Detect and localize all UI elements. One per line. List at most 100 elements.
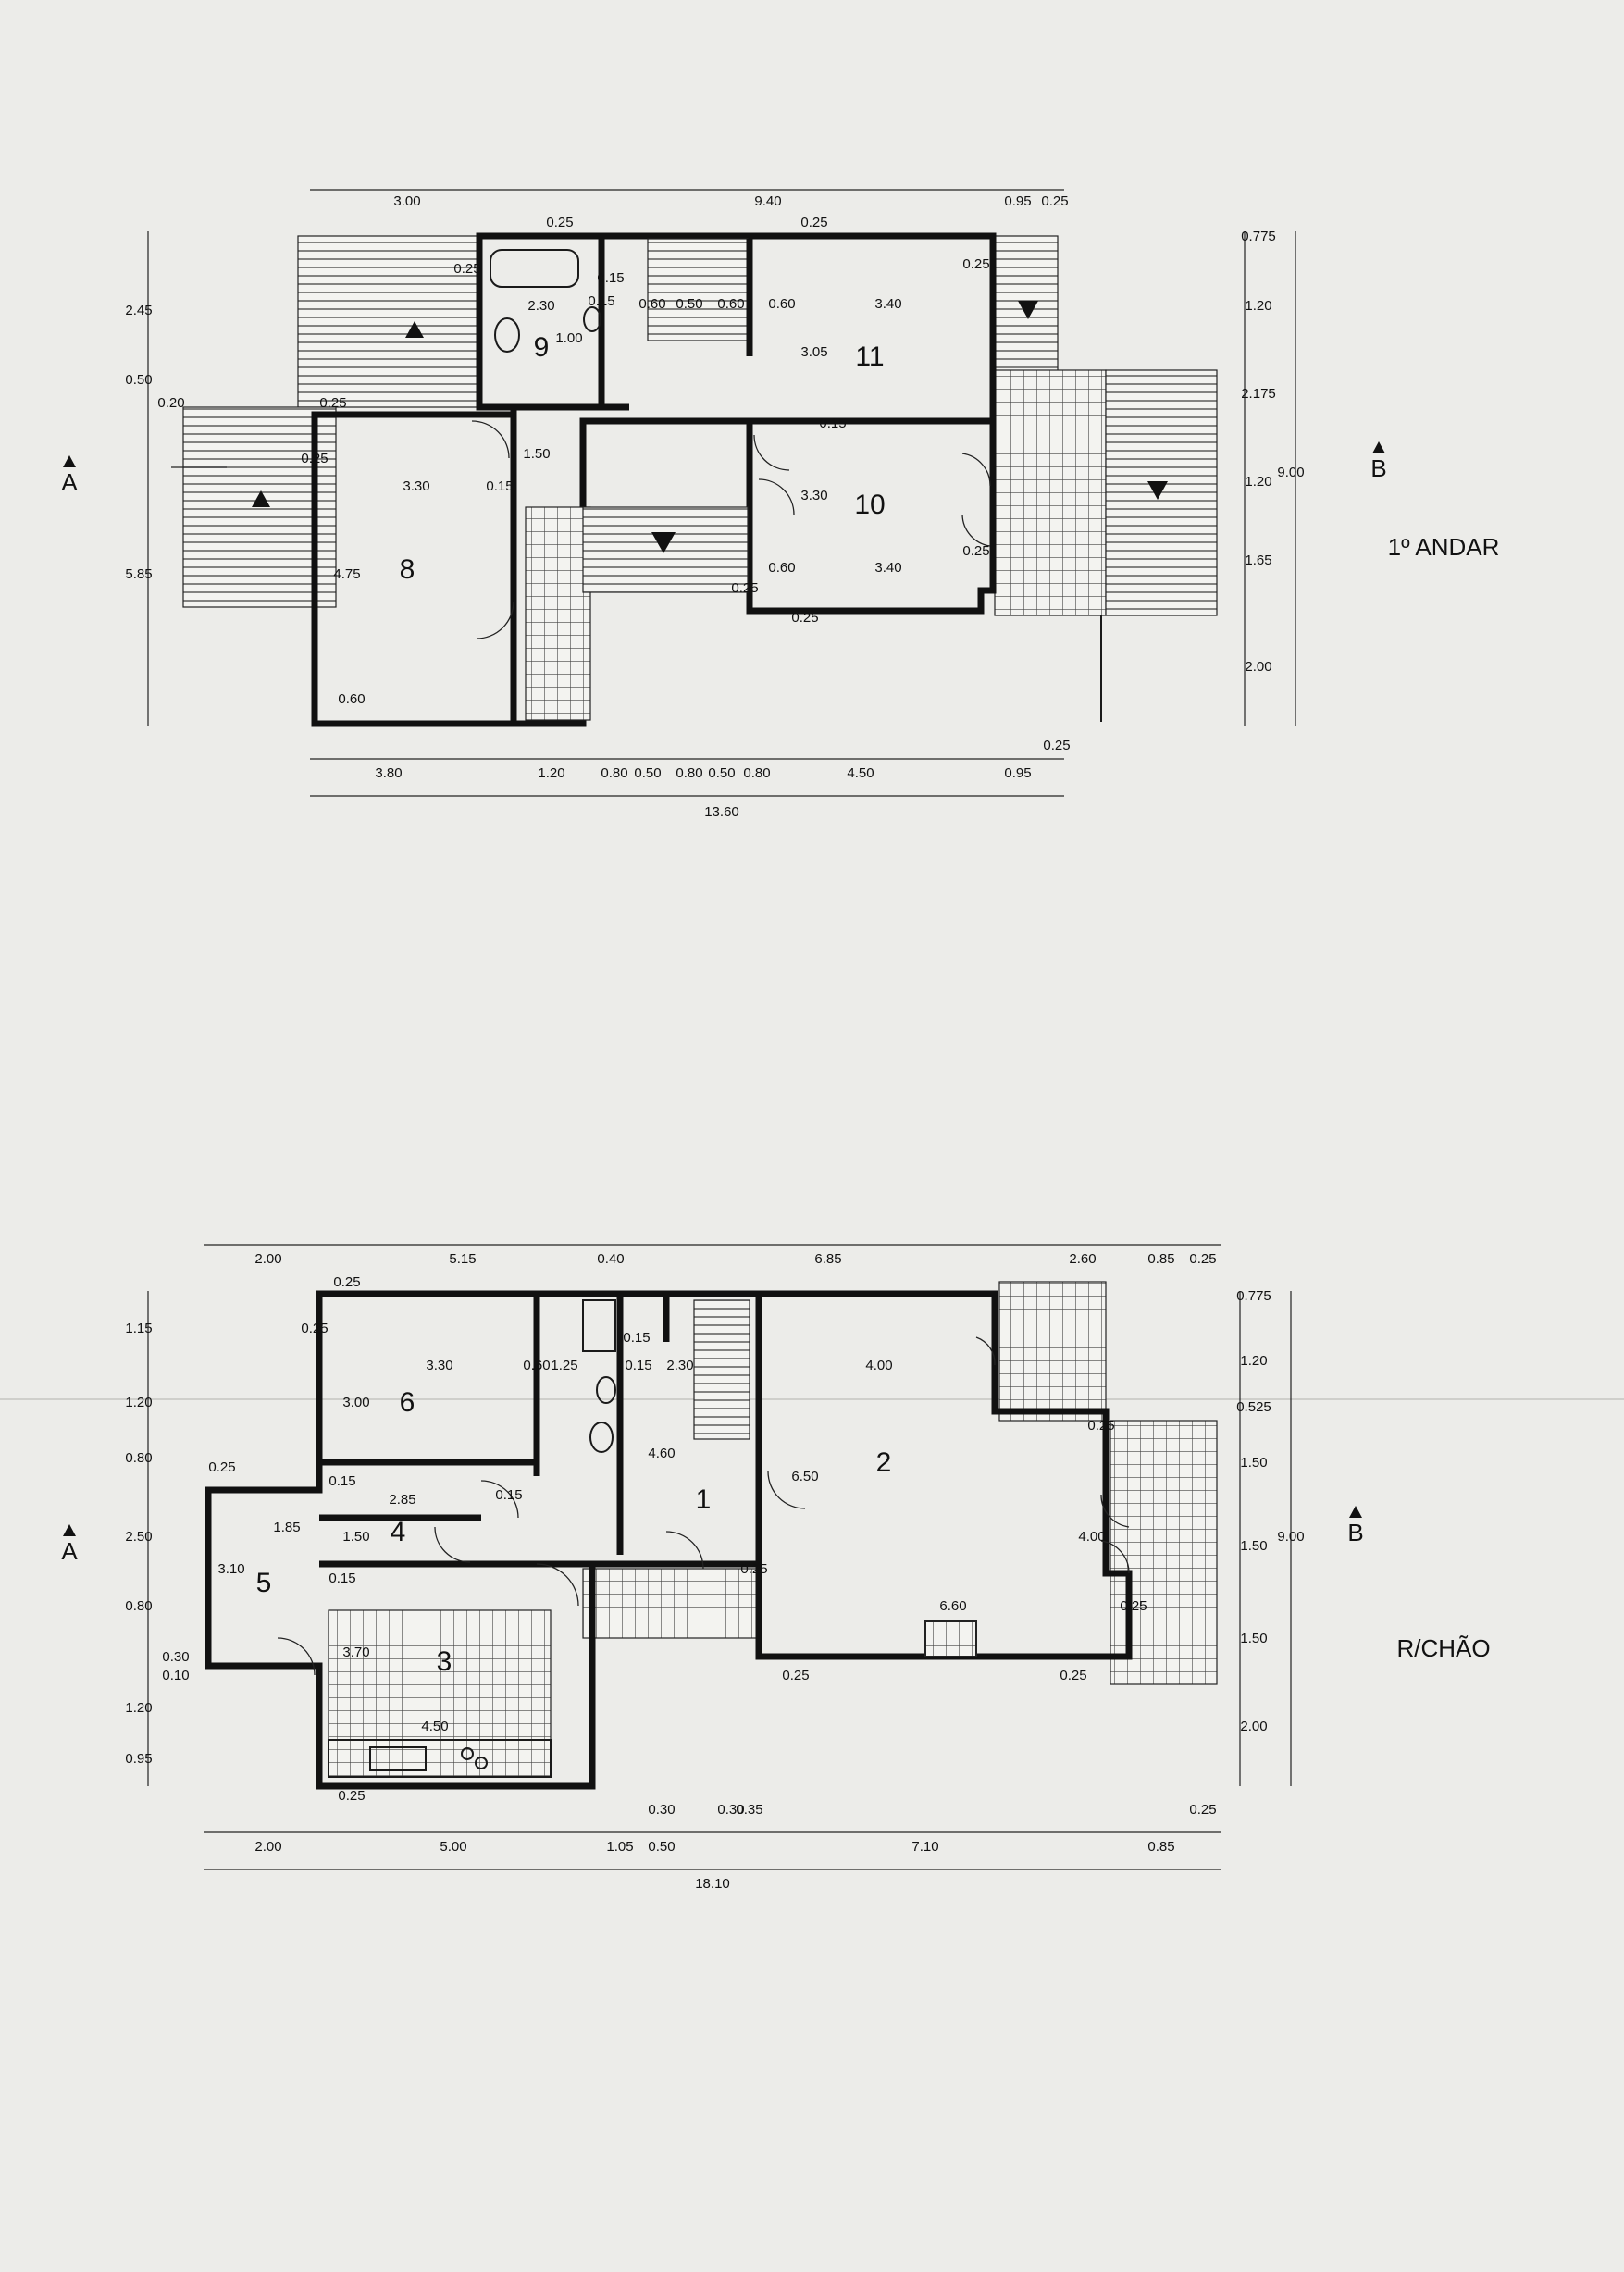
dimension-label: 0.775 — [1236, 1288, 1271, 1304]
dimension-label: 0.15 — [588, 293, 614, 309]
dimension-label: 0.25 — [1043, 738, 1070, 753]
ground-floor-title: R/CHÃO — [1396, 1634, 1490, 1662]
dimension-label: 0.25 — [1189, 1251, 1216, 1267]
room-number: 6 — [400, 1387, 415, 1418]
dimension-label: 3.40 — [874, 296, 901, 312]
dimension-label: 2.00 — [254, 1839, 281, 1855]
dimension-label: 1.50 — [1240, 1631, 1267, 1646]
dimension-label: 0.25 — [1060, 1668, 1086, 1683]
dimension-label: 0.25 — [1087, 1418, 1114, 1434]
dimension-label: 0.60 — [768, 560, 795, 576]
dimension-label: 2.30 — [527, 298, 554, 314]
dimension-label: 0.60 — [338, 691, 365, 707]
dimension-label: 0.25 — [962, 543, 989, 559]
dimension-label: 2.50 — [125, 1529, 152, 1545]
dimension-label: 0.30 — [648, 1802, 675, 1818]
dimension-label: 0.25 — [319, 395, 346, 411]
dimension-label: 3.30 — [426, 1358, 452, 1373]
dimension-label: 0.15 — [625, 1358, 651, 1373]
dimension-label: 4.75 — [333, 566, 360, 582]
dimension-label: 6.50 — [791, 1469, 818, 1484]
dimension-label: 0.25 — [800, 215, 827, 230]
dimension-label: 1.85 — [273, 1520, 300, 1535]
dimension-label: 0.85 — [1147, 1251, 1174, 1267]
dimension-label: 0.15 — [819, 416, 846, 431]
dimension-label: 0.775 — [1241, 229, 1276, 244]
dimension-label: 1.20 — [538, 765, 564, 781]
dimension-label: 1.05 — [606, 1839, 633, 1855]
dimension-label: 4.00 — [865, 1358, 892, 1373]
dimension-label: 3.10 — [217, 1561, 244, 1577]
dimension-label: 3.00 — [342, 1395, 369, 1410]
dimension-label: 3.40 — [874, 560, 901, 576]
dimension-label: 0.15 — [495, 1487, 522, 1503]
dimension-label: 3.30 — [403, 478, 429, 494]
section-marker-b: B — [1370, 454, 1386, 482]
dimension-label: 0.80 — [125, 1598, 152, 1614]
dimension-label: 0.40 — [597, 1251, 624, 1267]
dimension-label: 3.30 — [800, 488, 827, 503]
dimension-label: 1.20 — [1245, 298, 1271, 314]
room-number: 2 — [876, 1447, 892, 1478]
dimension-label: 0.15 — [329, 1571, 355, 1586]
dimension-label: 1.20 — [1245, 474, 1271, 490]
dimension-label: 2.00 — [1240, 1719, 1267, 1734]
dimension-label: 4.60 — [648, 1446, 675, 1461]
dimension-label: 9.40 — [754, 193, 781, 209]
dimension-label: 6.60 — [939, 1598, 966, 1614]
dimension-label: 0.25 — [1041, 193, 1068, 209]
dimension-label: 0.25 — [1189, 1802, 1216, 1818]
dimension-label: 5.00 — [440, 1839, 466, 1855]
terrace-left — [297, 235, 481, 408]
dimension-label: 0.25 — [782, 1668, 809, 1683]
dimension-label: 5.85 — [125, 566, 152, 582]
dimension-label: 4.50 — [847, 765, 874, 781]
dimension-label: 18.10 — [695, 1876, 730, 1892]
dimension-label: 6.85 — [814, 1251, 841, 1267]
dimension-label: 0.25 — [301, 1321, 328, 1336]
dimension-label: 0.95 — [1004, 193, 1031, 209]
dimension-label: 1.50 — [342, 1529, 369, 1545]
dimension-label: 0.25 — [740, 1561, 767, 1577]
room-8-wall — [311, 411, 517, 727]
dimension-label: 0.25 — [962, 256, 989, 272]
dimension-label: 0.60 — [638, 296, 665, 312]
dimension-label: 0.30 — [717, 1802, 744, 1818]
dimension-label: 1.15 — [125, 1321, 152, 1336]
dimension-label: 13.60 — [704, 804, 739, 820]
dimension-label: 1.25 — [551, 1358, 577, 1373]
dimension-label: 3.05 — [800, 344, 827, 360]
dimension-label: 0.50 — [634, 765, 661, 781]
dimension-label: 0.50 — [648, 1839, 675, 1855]
dimension-label: 2.45 — [125, 303, 152, 318]
dimension-label: 0.80 — [743, 765, 770, 781]
dimension-label: 2.175 — [1241, 386, 1276, 402]
dimension-label: 2.00 — [1245, 659, 1271, 675]
section-marker-a: A — [61, 468, 78, 496]
first-floor-title: 1º ANDAR — [1388, 533, 1500, 561]
room-number: 5 — [256, 1568, 272, 1598]
room-number: 1 — [696, 1484, 712, 1515]
dimension-label: 5.15 — [449, 1251, 476, 1267]
dimension-label: 0.95 — [1004, 765, 1031, 781]
dimension-label: 0.80 — [125, 1450, 152, 1466]
balcony-tiles — [994, 369, 1107, 616]
dimension-label: 1.65 — [1245, 552, 1271, 568]
first-floor-plan: 8 9 10 11 3.00 9.40 0.95 0.25 3.80 1.20 … — [61, 189, 1500, 820]
dimension-label: 9.00 — [1277, 1529, 1304, 1545]
dimension-label: 3.70 — [342, 1645, 369, 1660]
dimension-label: 0.85 — [1147, 1839, 1174, 1855]
kitchen-floor-tiles — [328, 1609, 552, 1778]
dimension-label: 0.525 — [1236, 1399, 1271, 1415]
room-number: 8 — [400, 554, 415, 585]
dimension-label: 1.50 — [1240, 1538, 1267, 1554]
dimension-label: 0.35 — [736, 1802, 762, 1818]
dimension-label: 0.10 — [162, 1668, 189, 1683]
dimension-label: 0.60 — [717, 296, 744, 312]
dimension-label: 1.20 — [125, 1395, 152, 1410]
dimension-label: 0.15 — [486, 478, 513, 494]
dimension-label: 0.15 — [329, 1473, 355, 1489]
dimension-label: 0.95 — [125, 1751, 152, 1767]
dimension-label: 9.00 — [1277, 465, 1304, 480]
